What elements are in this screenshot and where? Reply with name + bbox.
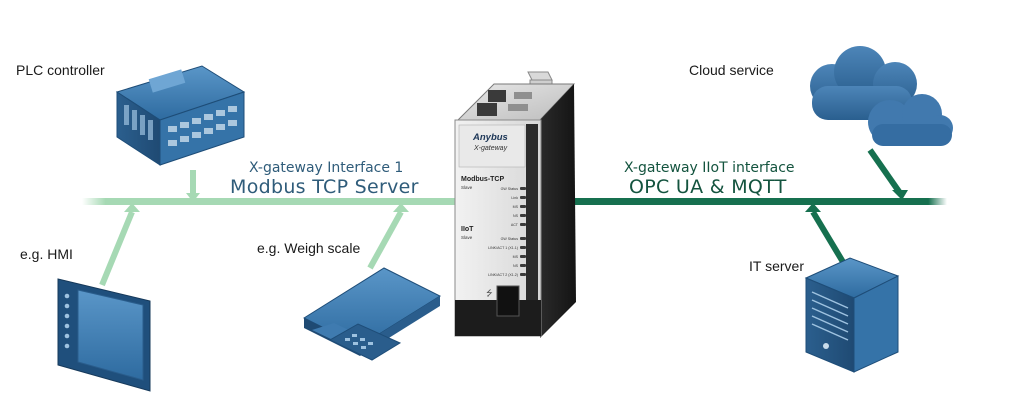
side-b-led-label: LINK/ACT 2 (X1.2) [488,272,518,277]
side-a-led-indicator [520,223,526,226]
weigh-connector [367,210,404,270]
side-a-led-indicator [520,196,526,199]
side-b-led-label: MS [512,254,518,259]
right-network-lines [572,148,947,264]
side-a-led-row: NS [484,211,526,220]
side-b-led-indicator [520,264,526,267]
side-b-led-row: LINK/ACT 1 (X1.1) [478,243,526,252]
side-a-led-row: GW Status [484,184,526,193]
hmi-arrow [124,203,140,212]
side-b-led-indicator [520,246,526,249]
side-a-led-label: ACT [510,222,518,227]
right-interface-title: X-gateway IIoT interface [624,160,795,176]
cloud-arrow [892,190,908,200]
gateway-product: X-gateway [474,145,508,152]
side-b-led-row: NS [478,261,526,270]
weigh-arrow [393,203,409,212]
right-bus-line [572,198,947,205]
label-hmi: e.g. HMI [20,246,73,262]
side-b-led-indicator [520,255,526,258]
label-plc-controller: PLC controller [16,62,105,78]
left-network-lines [82,170,474,287]
cloud-connector [867,148,903,195]
gateway-side-b-title: IIoT [461,226,474,233]
side-a-led-label: MS [512,204,518,209]
side-a-led-label: GW Status [500,186,518,191]
plc-arrow [186,193,200,202]
side-b-led-row: LINK/ACT 2 (X1.2) [478,270,526,279]
label-it-server: IT server [749,258,804,274]
side-b-led-label: LINK/ACT 1 (X1.1) [488,245,518,250]
cloud-device [810,46,953,146]
anybus-gateway-device: ⭍ [454,71,576,338]
side-a-led-indicator [520,214,526,217]
side-a-led-indicator [520,205,526,208]
gateway-side-a-title: Modbus-TCP [461,176,505,183]
weigh-scale-device [302,267,442,361]
side-b-led-row: GW Status [478,234,526,243]
side-a-led-row: ACT [484,220,526,229]
hmi-device [57,278,151,392]
left-interface-title: X-gateway Interface 1 [249,160,404,176]
gateway-side-a-sub: Slave [461,185,473,190]
server-arrow [805,203,821,212]
right-interface-protocol: OPC UA & MQTT [629,176,787,198]
side-a-led-label: Link [511,195,518,200]
label-weigh-scale: e.g. Weigh scale [257,240,361,256]
usb-symbol: ⭍ [486,289,493,298]
hmi-connector [99,210,135,287]
gateway-brand: Anybus [473,132,508,143]
left-bus-line [82,198,474,205]
side-b-led-label: GW Status [500,236,518,241]
side-b-led-indicator [520,237,526,240]
gateway-side-b-sub: Slave [461,235,473,240]
it-server-device [804,257,900,373]
plc-device [115,65,246,166]
side-a-led-label: NS [513,213,518,218]
side-b-led-row: MS [478,252,526,261]
side-b-led-indicator [520,273,526,276]
side-a-led-row: MS [484,202,526,211]
side-b-led-label: NS [513,263,518,268]
left-interface-protocol: Modbus TCP Server [230,176,419,198]
label-cloud-service: Cloud service [689,62,774,78]
side-a-led-row: Link [484,193,526,202]
side-a-led-indicator [520,187,526,190]
server-connector [810,210,846,264]
